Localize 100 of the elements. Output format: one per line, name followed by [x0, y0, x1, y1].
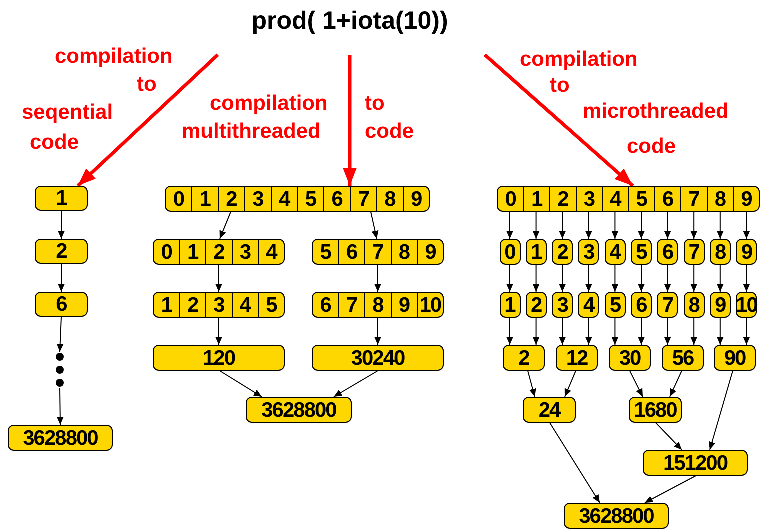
value-box: 2 [526, 292, 547, 318]
arrow [612, 318, 619, 346]
array-cell: 6 [655, 187, 682, 211]
array-box [312, 292, 444, 318]
array-cell: 2 [180, 293, 206, 317]
arrow [334, 370, 378, 398]
arrow [690, 264, 698, 292]
annotation-text: to [365, 91, 385, 117]
value-box: 24 [523, 397, 576, 423]
array-cell: 8 [377, 187, 404, 211]
value-box: 12 [556, 345, 598, 371]
value-box: 9 [736, 239, 758, 265]
arrow [506, 212, 514, 240]
value-box: 6 [657, 239, 678, 265]
array-cell: 2 [550, 187, 577, 211]
array-cell: 6 [313, 293, 340, 317]
arrow [559, 318, 566, 346]
arrow [374, 264, 382, 292]
array-cell: 5 [313, 240, 340, 264]
arrow [708, 370, 734, 450]
array-cell: 3 [245, 187, 272, 211]
annotation-text: code [627, 134, 676, 160]
arrow [58, 264, 65, 292]
annotation-text: to [550, 73, 570, 99]
arrow [743, 264, 750, 292]
value-box: 8 [684, 292, 705, 318]
arrow [370, 212, 379, 240]
arrow [374, 318, 382, 346]
value-box: 2 [35, 239, 88, 264]
arrow [220, 212, 232, 240]
value-box: 8 [710, 239, 731, 265]
arrow [638, 318, 645, 346]
array-cell: 1 [180, 240, 206, 264]
arrow [532, 264, 540, 292]
annotation-text: code [30, 130, 80, 156]
arrow [532, 318, 540, 346]
arrow [690, 212, 698, 240]
arrow [656, 422, 682, 450]
arrow [664, 264, 672, 292]
arrow [216, 318, 222, 346]
arrow [664, 212, 672, 240]
array-cell: 6 [324, 187, 351, 211]
array-cell: 4 [602, 187, 630, 211]
array-cell: 1 [192, 187, 219, 211]
array-cell-text: 5 [265, 293, 278, 317]
annotation-text: to [137, 72, 157, 98]
arrow [612, 212, 619, 240]
array-cell: 7 [350, 187, 378, 211]
value-box: 56 [662, 345, 704, 371]
array-cell: 8 [365, 293, 392, 317]
array-cell: 7 [365, 240, 392, 264]
array-cell: 8 [392, 240, 418, 264]
array-cell-text: 4 [265, 240, 278, 264]
title: prod( 1+iota(10)) [250, 6, 450, 37]
annotation-text: seqential [22, 100, 114, 126]
arrow [220, 370, 262, 398]
annotation-text: compilation [55, 44, 173, 70]
array-cell-text: 9 [740, 187, 753, 211]
arrow [664, 318, 672, 346]
value-box: 30 [609, 345, 651, 371]
value-box: 6 [35, 292, 88, 317]
value-box: 1 [35, 186, 88, 211]
arrow [690, 318, 698, 346]
arrow [58, 210, 65, 240]
array-cell: 8 [708, 187, 734, 211]
array-cell: 5 [629, 187, 656, 211]
array-cell: 0 [498, 187, 524, 211]
array-cell: 7 [339, 293, 366, 317]
array-cell: 3 [232, 240, 259, 264]
array-cell: 5 [298, 187, 324, 211]
arrow [528, 370, 536, 398]
annotation-text: compilation [520, 47, 638, 73]
value-box: 9 [710, 292, 731, 318]
value-box: 1680 [629, 397, 682, 423]
arrow [559, 264, 566, 292]
value-box: 1 [526, 239, 547, 265]
value-box: 7 [657, 292, 678, 318]
array-cell: 9 [392, 293, 418, 317]
arrow [670, 370, 682, 398]
value-box: 5 [604, 292, 626, 318]
value-box: 4 [578, 292, 600, 318]
value-box: 3628800 [246, 397, 352, 423]
value-box: 0 [500, 239, 520, 265]
arrow [559, 212, 566, 240]
arrow [716, 212, 724, 240]
arrow [638, 264, 645, 292]
array-cell: 2 [206, 240, 233, 264]
annotation-text: code [365, 119, 414, 145]
array-cell: 3 [576, 187, 603, 211]
value-box: 1 [500, 292, 520, 318]
arrow [644, 476, 696, 504]
array-cell: 4 [272, 187, 298, 211]
value-box: 3 [552, 292, 574, 318]
array-cell: 1 [154, 293, 180, 317]
arrow [343, 55, 357, 186]
value-box: 30240 [312, 345, 444, 371]
arrow [484, 54, 634, 188]
value-box: 3 [578, 239, 600, 265]
annotation-text: microthreaded [583, 99, 729, 125]
arrow [76, 54, 220, 188]
